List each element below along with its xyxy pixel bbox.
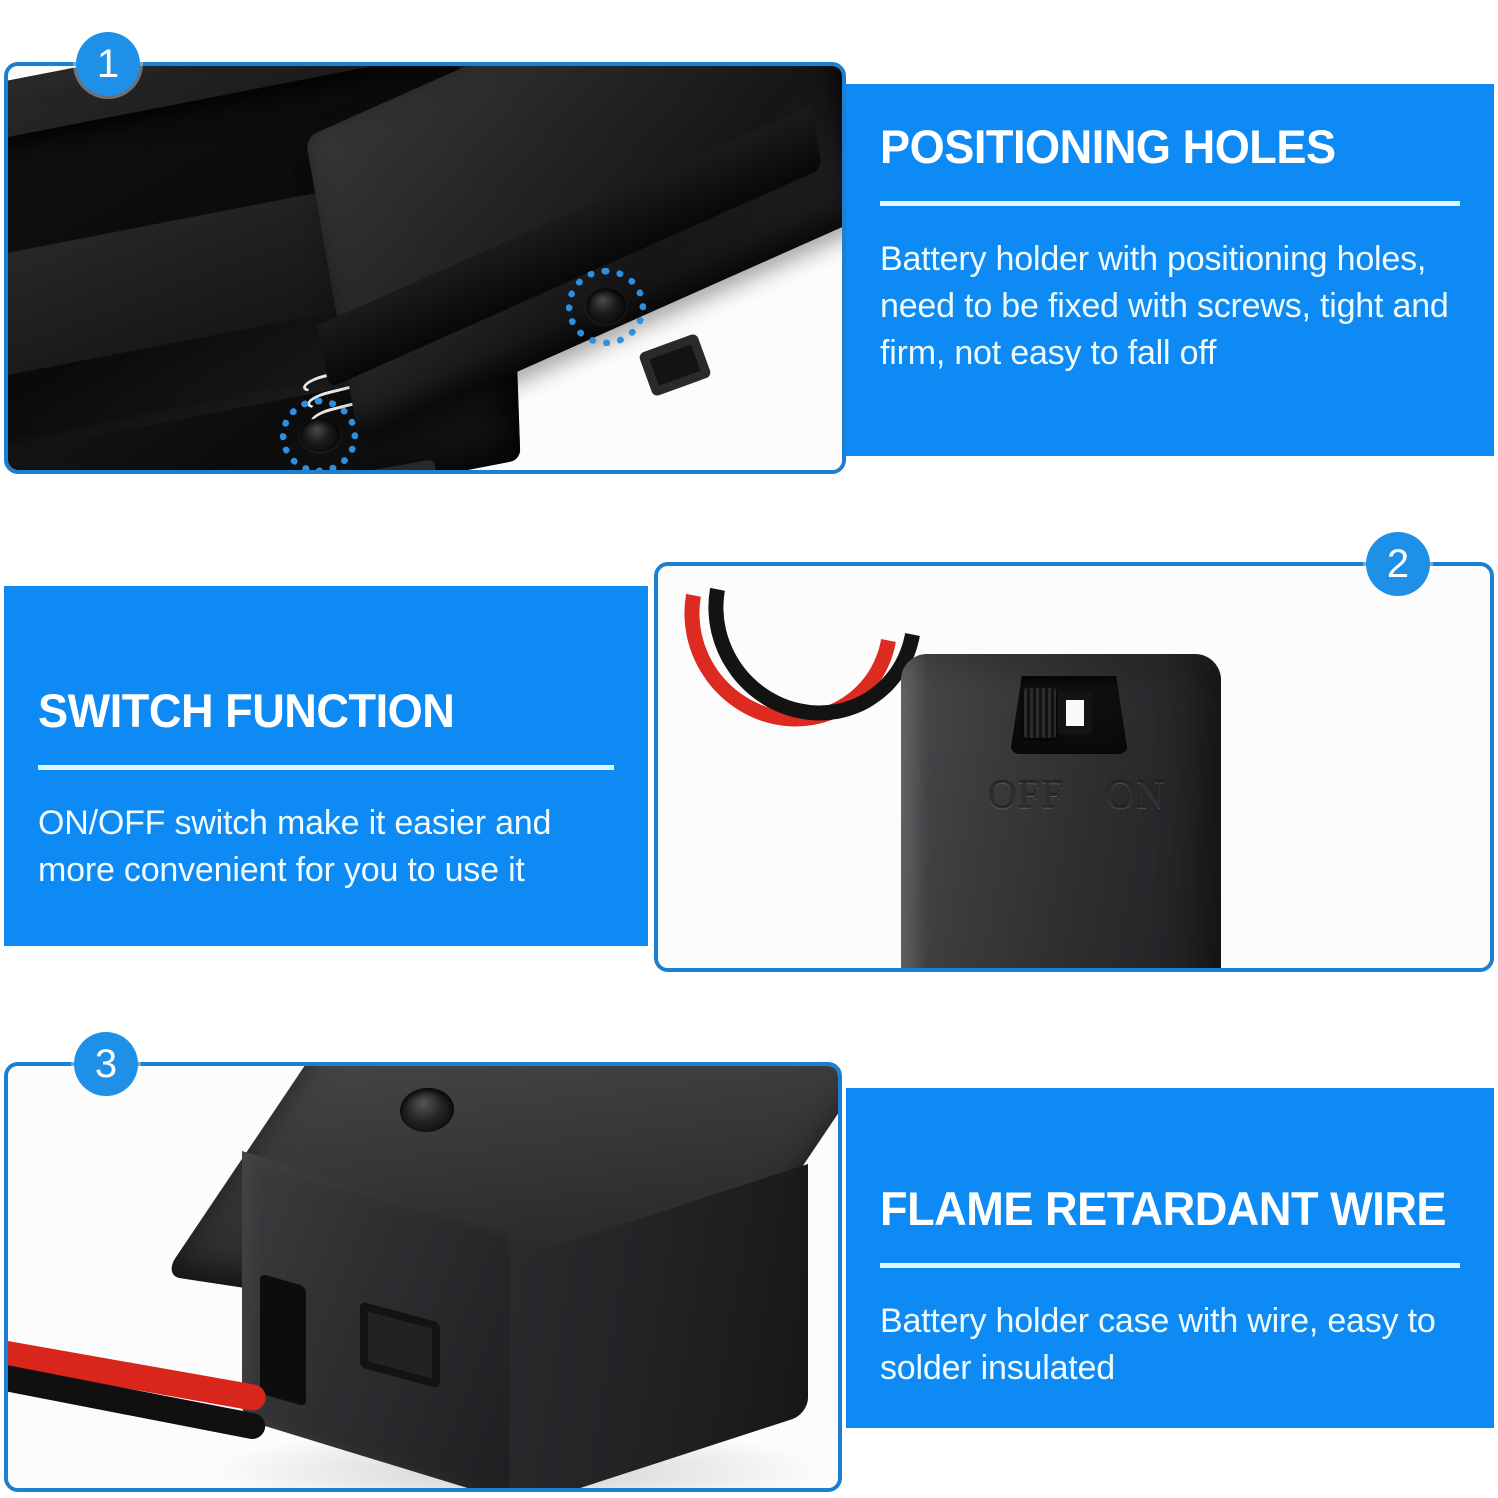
- switch-knob: [1024, 688, 1056, 738]
- feature-3-text-panel: FLAME RETARDANT WIRE Battery holder case…: [846, 1088, 1494, 1428]
- feature-3-number-badge: 3: [74, 1032, 138, 1096]
- positioning-hole-ring-1: [280, 398, 358, 470]
- switch-off-label: OFF: [988, 772, 1065, 817]
- switch-knob-face: [1058, 692, 1092, 734]
- feature-3-number: 3: [94, 1041, 118, 1086]
- feature-3-title: FLAME RETARDANT WIRE: [880, 1182, 1447, 1235]
- feature-2-number: 2: [1386, 541, 1410, 586]
- switch-on-label: ON: [1106, 772, 1166, 817]
- feature-1-title: POSITIONING HOLES: [880, 120, 1336, 173]
- feature-1-divider: [880, 201, 1460, 207]
- feature-1-description: Battery holder with positioning holes, n…: [880, 240, 1449, 373]
- feature-1-photo: [8, 66, 842, 470]
- positioning-hole-ring-2: [566, 268, 646, 346]
- feature-2-text-panel: SWITCH FUNCTION ON/OFF switch make it ea…: [4, 586, 648, 946]
- feature-3-photo: [8, 1066, 838, 1488]
- feature-2-photo-panel: OFF ON: [654, 562, 1494, 972]
- feature-2-description: ON/OFF switch make it easier and more co…: [38, 804, 552, 890]
- wire-exit-notch: [260, 1273, 306, 1407]
- feature-1-photo-panel: [4, 62, 846, 474]
- battery-box-bevel: [901, 654, 927, 968]
- feature-1-number-badge: 1: [76, 32, 140, 96]
- feature-2-number-badge: 2: [1366, 532, 1430, 596]
- holder-cover-tab: [638, 332, 712, 398]
- feature-2-divider: [38, 765, 614, 771]
- feature-2-photo: OFF ON: [658, 566, 1490, 968]
- feature-3-divider: [880, 1263, 1460, 1269]
- feature-3-description: Battery holder case with wire, easy to s…: [880, 1302, 1436, 1388]
- feature-1-number: 1: [96, 41, 120, 86]
- feature-1-text-panel: POSITIONING HOLES Battery holder with po…: [846, 84, 1494, 456]
- feature-2-title: SWITCH FUNCTION: [38, 684, 455, 737]
- feature-3-photo-panel: [4, 1062, 842, 1492]
